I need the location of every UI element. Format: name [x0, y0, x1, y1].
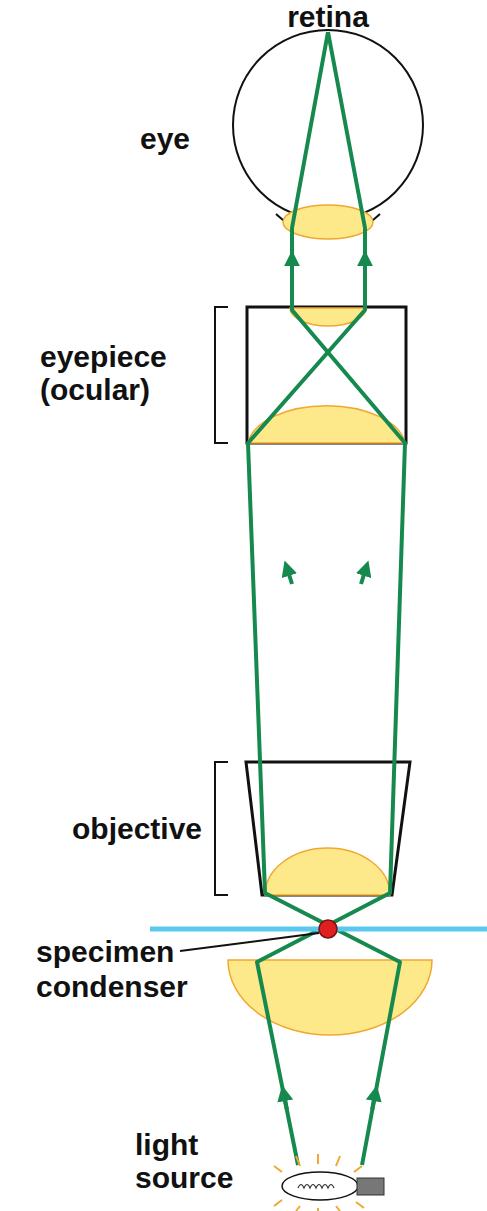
filament — [298, 1185, 334, 1189]
objective-lens — [265, 848, 390, 895]
eyeball — [233, 30, 423, 220]
part-label: retina — [248, 0, 408, 33]
ray-arrow — [283, 1090, 287, 1110]
part-label: specimen — [36, 935, 178, 968]
eyepiece-tube — [247, 307, 406, 443]
ray-arrow — [286, 565, 292, 584]
leader-line — [180, 933, 319, 951]
ray-arrow — [372, 1090, 376, 1110]
bracket — [215, 762, 228, 895]
part-label: condenser — [36, 970, 221, 1003]
part-label: eyepiece (ocular) — [40, 340, 205, 406]
bulb-socket — [357, 1178, 384, 1195]
ray-arrow — [361, 565, 367, 584]
light-ray — [257, 32, 405, 1165]
bracket — [215, 307, 228, 443]
objective-housing — [246, 762, 410, 895]
light-bulb — [274, 1154, 384, 1211]
ray-arrow — [290, 255, 294, 275]
light-ray — [248, 32, 400, 1165]
light-rays — [248, 32, 405, 1165]
part-label: eye — [140, 122, 210, 155]
field-lens — [248, 406, 405, 443]
part-label: light source — [135, 1128, 245, 1194]
ray-arrow — [363, 255, 367, 275]
glow-rays — [274, 1154, 364, 1211]
specimen-dot — [319, 920, 337, 938]
part-label: objective — [72, 812, 212, 845]
